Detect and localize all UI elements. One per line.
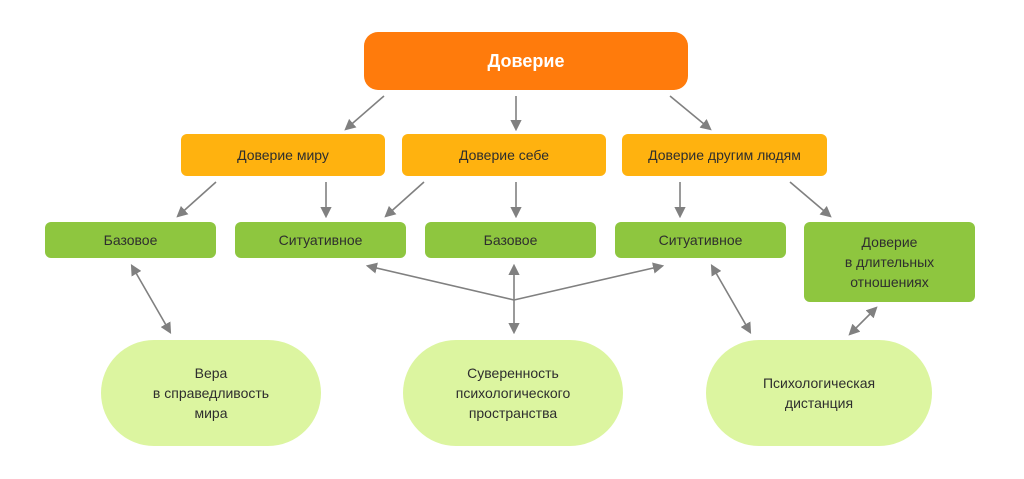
arrow-basic-faith [130,264,172,334]
type-situational-world: Ситуативное [235,222,406,258]
root-node-trust: Доверие [364,32,688,90]
type-basic-self: Базовое [425,222,596,258]
type-basic-world: Базовое [45,222,216,258]
outcome-psychological-sovereignty: Суверенность психологического пространст… [403,340,623,446]
outcome-psychological-distance: Психологическая дистанция [706,340,932,446]
arrow-hub-situational-world [365,262,515,301]
type-long-term-relationships: Доверие в длительных отношениях [804,222,975,302]
arrow-root-to-world [344,95,385,131]
category-trust-others: Доверие другим людям [622,134,827,176]
outcome-faith-in-justice: Вера в справедливость мира [101,340,321,446]
category-trust-self: Доверие себе [402,134,606,176]
arrow-hub-situational-others [513,262,665,301]
category-trust-world: Доверие миру [181,134,385,176]
arrow-longterm-distance [848,306,878,336]
arrow-world-to-basic [176,181,217,218]
arrow-root-to-others [669,95,712,131]
arrow-others-to-longterm [789,181,832,218]
type-situational-others: Ситуативное [615,222,786,258]
arrow-self-to-situational [384,181,425,218]
arrow-situational-distance [710,264,752,334]
